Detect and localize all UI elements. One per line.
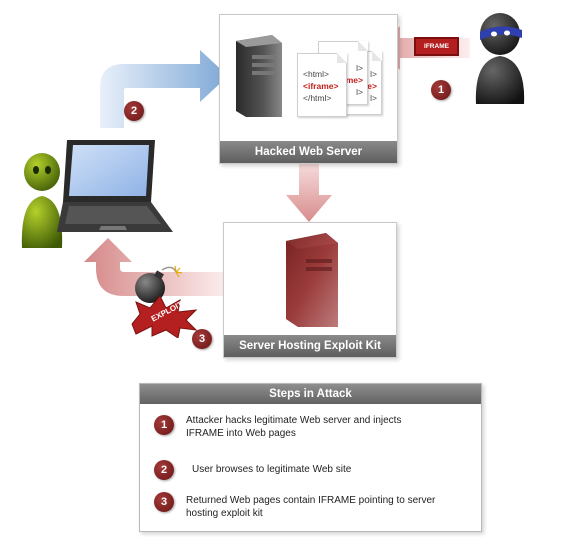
- code-fragment: l>: [370, 93, 377, 103]
- step-badge-3: 3: [192, 329, 212, 349]
- step-1-text: Attacker hacks legitimate Web server and…: [186, 415, 402, 439]
- code-fragment: l>: [370, 69, 377, 79]
- iframe-tag-code: <iframe>: [303, 81, 339, 91]
- step-badge-2: 2: [124, 101, 144, 121]
- step-badge-1: 1: [431, 80, 451, 100]
- steps-badge-1: 1: [154, 415, 174, 435]
- hacked-web-server-panel: l> me> l> l> me> l> <html> <iframe> </ht…: [219, 14, 398, 164]
- blue-arrow: [100, 50, 228, 128]
- bomb-icon: [135, 265, 183, 303]
- hacked-server-caption: Hacked Web Server: [220, 141, 397, 163]
- infected-server-icon: [286, 233, 338, 327]
- code-fragment: me>: [345, 75, 363, 85]
- down-arrow: [286, 162, 332, 222]
- laptop-icon: [57, 140, 173, 232]
- exploit-arrow: [84, 238, 224, 296]
- steps-title: Steps in Attack: [140, 384, 481, 404]
- code-fragment: l>: [356, 87, 363, 97]
- iframe-tag-icon: IFRAME: [414, 37, 459, 56]
- steps-badge-2: 2: [154, 460, 174, 480]
- code-fragment: me>: [359, 81, 377, 91]
- exploit-server-panel: Server Hosting Exploit Kit: [223, 222, 397, 358]
- html-close-tag: </html>: [303, 93, 332, 103]
- step-2-text: User browses to legitimate Web site: [192, 464, 352, 475]
- step-3-text: Returned Web pages contain IFRAME pointi…: [186, 495, 436, 519]
- server-icon: [236, 35, 282, 117]
- exploit-starburst-icon: [131, 295, 198, 338]
- exploit-server-caption: Server Hosting Exploit Kit: [224, 335, 396, 357]
- html-page-front: <html> <iframe> </html>: [297, 53, 347, 117]
- code-fragment: l>: [356, 63, 363, 73]
- steps-badge-3: 3: [154, 492, 174, 512]
- steps-panel: Steps in Attack 1 Attacker hacks legitim…: [139, 383, 482, 532]
- attacker-icon: [475, 13, 525, 104]
- iframe-tag-label: IFRAME: [424, 43, 449, 50]
- user-icon: [21, 153, 63, 248]
- html-open-tag: <html>: [303, 69, 329, 79]
